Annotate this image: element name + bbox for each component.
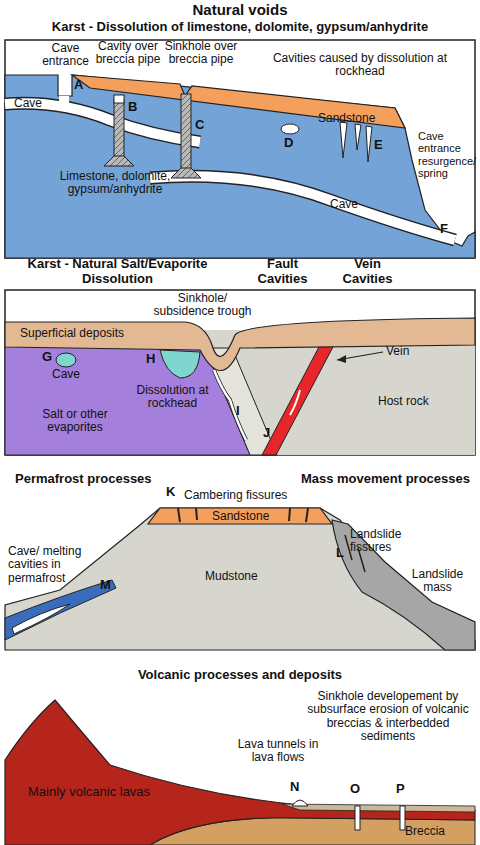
section-heading: Natural voids [0, 2, 480, 19]
callout-letter: I [236, 404, 240, 419]
callout-letter: J [263, 426, 270, 441]
section-heading: Karst - Natural Salt/Evaporite Dissoluti… [10, 257, 225, 286]
callout-letter: L [336, 546, 344, 561]
feature-label: Superficial deposits [20, 327, 124, 340]
feature-label: Sinkhole/ subsidence trough [150, 292, 255, 319]
feature-label: Sinkhole developement by subsurface eros… [298, 690, 478, 744]
section-heading: Fault Cavities [245, 257, 320, 286]
feature-label: Host rock [378, 395, 429, 408]
feature-label: Cave/ melting cavities in permafrost [8, 545, 113, 585]
feature-label: Sinkhole over breccia pipe [160, 40, 242, 67]
feature-label: Cavities caused by dissolution at rockhe… [270, 52, 450, 79]
callout-letter: F [440, 222, 448, 237]
callout-letter: O [350, 782, 360, 797]
feature-label: Limestone, dolomite, gypsum/anhydrite [25, 170, 205, 197]
callout-letter: K [166, 485, 175, 500]
feature-label: Cave entrance [38, 42, 93, 69]
section-heading: Permafrost processes [15, 472, 152, 487]
karst-panel [5, 40, 475, 258]
feature-label: Dissolution at rockhead [125, 384, 220, 411]
feature-label: Landslide fissures [350, 528, 410, 555]
feature-label: Cambering fissures [184, 489, 287, 502]
feature-label: Cave [14, 97, 42, 110]
permafrost-mass-movement-panel [5, 508, 475, 650]
callout-letter: P [396, 782, 405, 797]
feature-label: Vein [386, 345, 409, 358]
section-heading: Volcanic processes and deposits [120, 668, 360, 683]
feature-label: Cave entrance resurgence/ spring [418, 130, 478, 179]
callout-letter: M [100, 578, 111, 593]
callout-letter: H [146, 352, 155, 367]
feature-label: Lava tunnels in lava flows [236, 738, 320, 765]
feature-label: Mudstone [205, 570, 258, 583]
callout-letter: G [42, 350, 52, 365]
section-heading: Vein Cavities [330, 257, 405, 286]
callout-letter: E [374, 138, 383, 153]
feature-label: Sandstone [318, 112, 375, 125]
feature-label: Landslide mass [405, 568, 470, 595]
section-heading: Karst - Dissolution of limestone, dolomi… [5, 20, 475, 35]
callout-letter: C [195, 118, 204, 133]
callout-letter: N [290, 780, 299, 795]
feature-label: Cave [330, 198, 358, 211]
evaporite-panel [5, 290, 475, 455]
feature-label: Cavity over breccia pipe [92, 40, 164, 67]
feature-label: Sandstone [212, 510, 269, 523]
callout-letter: B [128, 100, 137, 115]
feature-label: Mainly volcanic lavas [28, 785, 150, 800]
callout-letter: D [284, 136, 293, 151]
callout-letter: A [74, 78, 83, 93]
feature-label: Cave [52, 368, 80, 381]
feature-label: Salt or other evaporites [20, 408, 130, 435]
section-heading: Mass movement processes [295, 472, 470, 487]
feature-label: Breccia [405, 825, 445, 838]
